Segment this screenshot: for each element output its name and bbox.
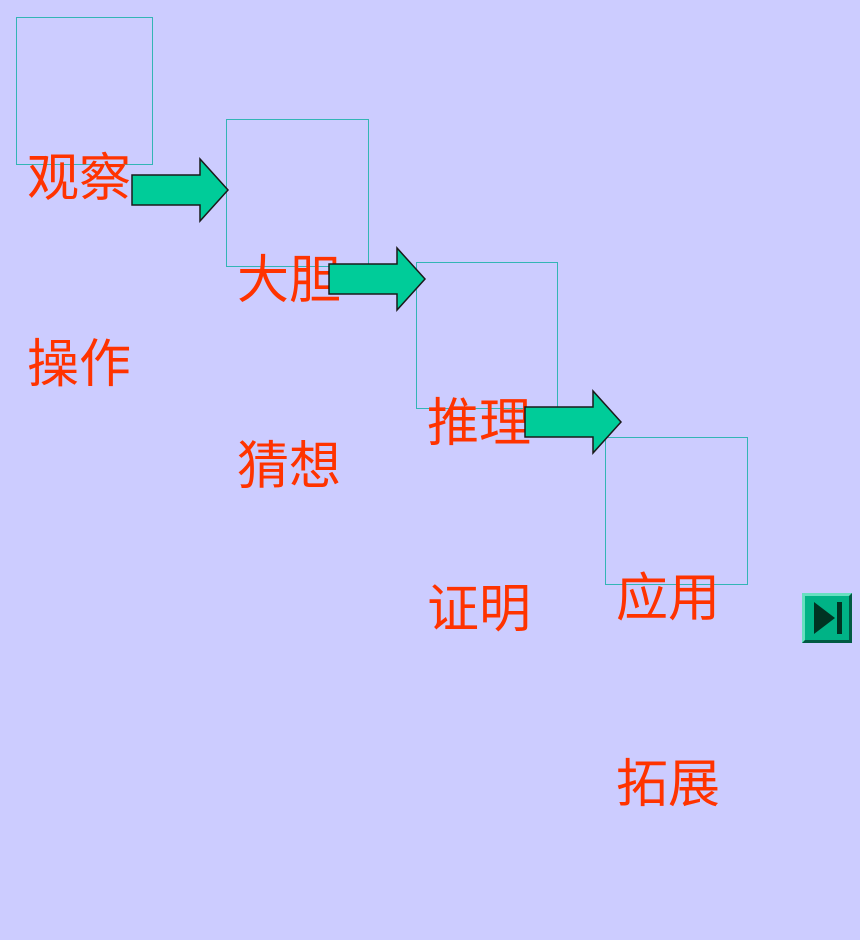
slide: 观察 操作 大胆 猜想 推理 证明 应用 拓展 — [16, 17, 852, 815]
step-4-line-1: 应用 — [616, 569, 721, 629]
right-arrow-icon — [328, 246, 427, 312]
next-end-icon — [814, 602, 842, 634]
step-box-guess: 大胆 猜想 — [226, 119, 369, 497]
step-1-line-2: 操作 — [27, 335, 132, 395]
step-box-apply: 应用 拓展 — [605, 437, 748, 815]
next-end-button[interactable] — [802, 593, 852, 643]
step-box-prove: 推理 证明 — [416, 262, 558, 640]
step-2-line-1: 大胆 — [237, 251, 342, 311]
step-box-observe: 观察 操作 — [16, 17, 153, 395]
step-3-line-1: 推理 — [427, 394, 532, 454]
step-3-line-2: 证明 — [427, 580, 532, 640]
step-1-line-1: 观察 — [27, 149, 132, 209]
step-2-line-2: 猜想 — [237, 437, 342, 497]
right-arrow-icon — [524, 389, 623, 455]
right-arrow-icon — [131, 157, 230, 223]
step-4-line-2: 拓展 — [616, 755, 721, 815]
